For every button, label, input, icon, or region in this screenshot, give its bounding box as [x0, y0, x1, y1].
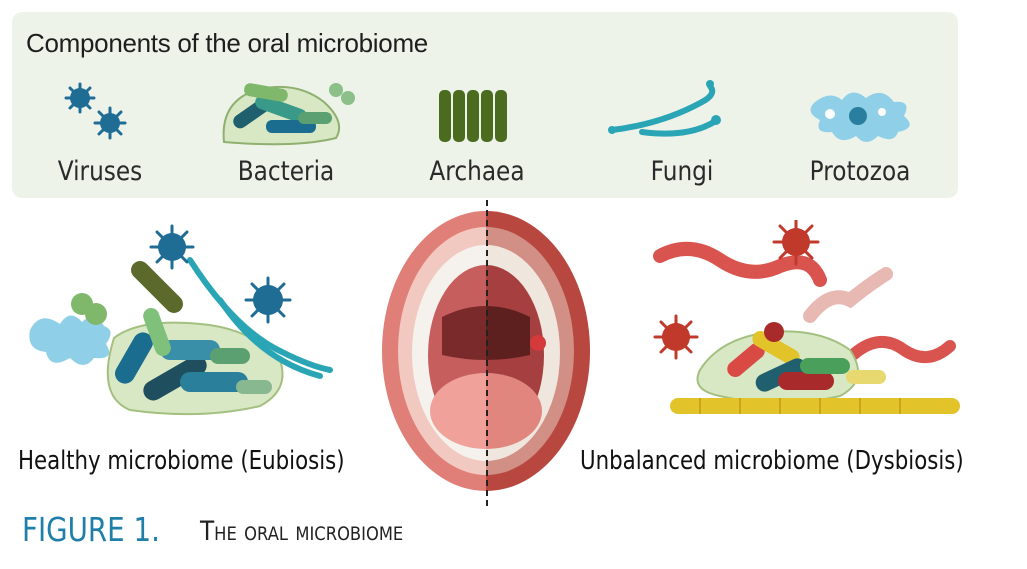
- figure-number: FIGURE 1.: [22, 510, 160, 549]
- component-label-bacteria: Bacteria: [237, 156, 335, 187]
- mouth-illustration: [382, 211, 590, 491]
- component-viruses: Viruses: [10, 72, 190, 192]
- unbalanced-label: Unbalanced microbiome (Dysbiosis): [580, 446, 964, 476]
- component-fungi: Fungi: [592, 72, 772, 192]
- fungal-hyphae: [187, 257, 333, 379]
- figure-caption: FIGURE 1. The oral microbiome: [22, 510, 403, 549]
- component-bacteria: Bacteria: [196, 72, 376, 192]
- dysbiosis-microbiome-illustration: [653, 220, 960, 414]
- spirochete-shape: [653, 241, 827, 287]
- comparison-divider: [486, 200, 488, 506]
- bacteria-icon: [222, 83, 355, 146]
- component-label-archaea: Archaea: [429, 156, 525, 187]
- component-label-viruses: Viruses: [57, 156, 143, 187]
- protozoa-icon: [810, 92, 910, 142]
- component-archaea: Archaea: [387, 72, 567, 192]
- fungi-icon: [608, 80, 721, 137]
- figure-title: The oral microbiome: [200, 516, 404, 547]
- panel-title: Components of the oral microbiome: [26, 28, 428, 58]
- virus-icon: [64, 82, 127, 140]
- protozoa-shape: [29, 315, 111, 365]
- component-label-protozoa: Protozoa: [809, 156, 911, 187]
- healthy-microbiome-illustration: [29, 224, 333, 416]
- component-label-fungi: Fungi: [650, 156, 714, 187]
- bacterial-chain: [670, 398, 960, 414]
- archaea-icon: [439, 90, 507, 142]
- healthy-label: Healthy microbiome (Eubiosis): [18, 446, 345, 476]
- component-protozoa: Protozoa: [770, 72, 950, 192]
